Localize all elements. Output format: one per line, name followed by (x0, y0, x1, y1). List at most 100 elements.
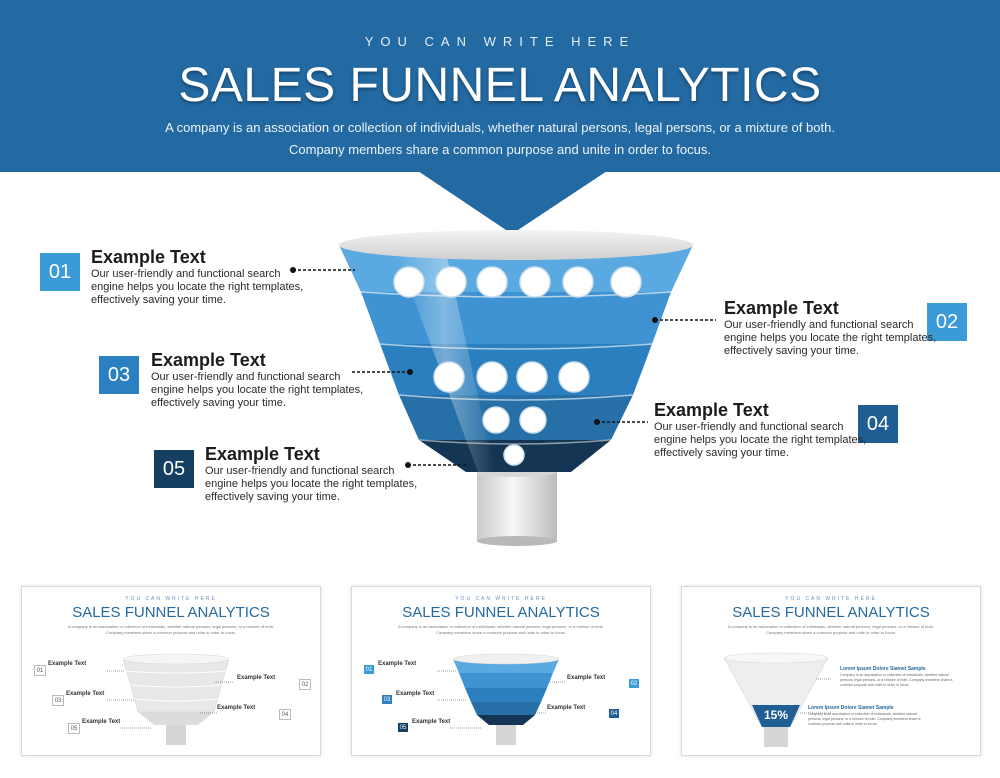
item-body-05: Our user-friendly and functional search … (205, 465, 418, 503)
connector-dot (405, 462, 411, 468)
thumb-subtitle: A company is an association or collectio… (397, 624, 605, 635)
thumb-item-title: Example Text (66, 691, 105, 697)
connector-dot (407, 369, 413, 375)
connector-dot (652, 317, 658, 323)
funnel-circle (435, 266, 467, 298)
thumb-tier (459, 673, 553, 688)
item-body-04: Our user-friendly and functional search … (654, 421, 867, 459)
funnel-circle (476, 361, 508, 393)
thumb-badge-01: 01 (34, 665, 46, 676)
thumb-spout (496, 725, 516, 745)
thumb-item-title: Example Text (237, 675, 276, 681)
thumb-block-title: Lorem Ipsum Dolore Siamet Sample (840, 666, 926, 672)
funnel-spout-base (477, 536, 557, 546)
item-body-01: Our user-friendly and functional search … (91, 268, 304, 306)
funnel-circle (503, 444, 525, 466)
funnel-circle (482, 406, 510, 434)
slide-subtitle: A company is an association or collectio… (165, 120, 835, 157)
thumbnail-3[interactable]: YOU CAN WRITE HERE SALES FUNNEL ANALYTIC… (681, 586, 981, 756)
funnel-circle (558, 361, 590, 393)
thumb-spout (166, 725, 186, 745)
thumb-item-title: Example Text (82, 719, 121, 725)
thumb-block-body: Company is an association or collection … (808, 712, 921, 726)
item-body-03: Our user-friendly and functional search … (151, 371, 364, 409)
item-title-05: Example Text (205, 444, 320, 464)
funnel-circle (519, 406, 547, 434)
thumb-spout (764, 727, 788, 747)
thumb-kicker: YOU CAN WRITE HERE (785, 596, 877, 602)
funnel-tier-3 (380, 344, 652, 395)
funnel-tier-2 (361, 292, 671, 344)
thumbnail-strip: YOU CAN WRITE HERE SALES FUNNEL ANALYTIC… (0, 556, 1000, 778)
thumb-badge-04: 04 (609, 709, 619, 718)
thumb-item-title: Example Text (412, 719, 451, 725)
slide-title: SALES FUNNEL ANALYTICS (178, 59, 822, 112)
item-title-01: Example Text (91, 247, 206, 267)
item-body-02: Our user-friendly and functional search … (724, 319, 937, 357)
thumb-percent-label: 15% (763, 708, 789, 722)
header-band: YOU CAN WRITE HERE SALES FUNNEL ANALYTIC… (0, 0, 1000, 172)
item-title-03: Example Text (151, 350, 266, 370)
thumb-funnel (723, 652, 832, 747)
thumb-item-title: Example Text (378, 661, 417, 667)
thumb-funnel-bottom (138, 712, 214, 725)
thumb-tier (477, 715, 535, 725)
thumb-item-title: Example Text (217, 705, 256, 711)
thumb-funnel (107, 653, 234, 745)
thumb-kicker: YOU CAN WRITE HERE (125, 596, 217, 602)
thumb-title: SALES FUNNEL ANALYTICS (732, 604, 930, 621)
number-badge-03: 03 (99, 356, 139, 394)
funnel-spout (477, 472, 557, 542)
funnel-tier-4 (399, 395, 633, 440)
thumb-badge-05: 05 (398, 723, 408, 732)
connector-dot (290, 267, 296, 273)
funnel-rim (339, 230, 693, 260)
number-badge-05: 05 (154, 450, 194, 488)
thumb-item-title: Example Text (48, 661, 87, 667)
funnel-circle (562, 266, 594, 298)
thumbnail-2[interactable]: YOU CAN WRITE HERE SALES FUNNEL ANALYTIC… (351, 586, 651, 756)
thumb-item-title: Example Text (547, 705, 586, 711)
thumb-badge-05: 05 (68, 723, 80, 734)
thumb-title: SALES FUNNEL ANALYTICS (402, 604, 600, 621)
funnel-circle (516, 361, 548, 393)
thumb-tier (471, 702, 541, 715)
funnel-circle (610, 266, 642, 298)
tier-separator (418, 439, 612, 445)
thumb-subtitle: A company is an association or collectio… (67, 624, 275, 635)
thumb-badge-01: 01 (364, 665, 374, 674)
thumb-title: SALES FUNNEL ANALYTICS (72, 604, 270, 621)
funnel-circle (519, 266, 551, 298)
thumb-kicker: YOU CAN WRITE HERE (455, 596, 547, 602)
thumb-rim (452, 653, 560, 665)
thumb-funnel (437, 653, 566, 745)
number-badge-02: 02 (927, 303, 967, 341)
thumb-rim (122, 653, 230, 665)
thumb-item-title: Example Text (396, 691, 435, 697)
thumb-funnel-fill (752, 705, 800, 727)
thumbnail-1[interactable]: YOU CAN WRITE HERE SALES FUNNEL ANALYTIC… (21, 586, 321, 756)
funnel-graphic (290, 171, 716, 546)
funnel-circle (476, 266, 508, 298)
thumb-badge-03: 03 (382, 695, 392, 704)
number-badge-01: 01 (40, 253, 80, 291)
thumb-rim (723, 652, 829, 664)
tier-separator (379, 343, 653, 350)
funnel-circle (393, 266, 425, 298)
thumb-badge-03: 03 (52, 695, 64, 706)
item-title-04: Example Text (654, 400, 769, 420)
thumb-badge-04: 04 (279, 709, 291, 720)
header-pointer (418, 171, 607, 234)
funnel-shine (395, 248, 495, 472)
thumb-subtitle: A company is an association or collectio… (727, 624, 935, 635)
thumb-block-title: Lorem Ipsum Dolore Siamet Sample (808, 705, 894, 711)
header-kicker: YOU CAN WRITE HERE (364, 34, 636, 49)
funnel-circle (433, 361, 465, 393)
connector-dot (594, 419, 600, 425)
thumb-block-body: Company is an association or collection … (840, 673, 953, 687)
tier-separator (398, 394, 634, 401)
thumb-funnel-lines (125, 670, 227, 702)
main-slide: YOU CAN WRITE HERE SALES FUNNEL ANALYTIC… (0, 0, 1000, 546)
thumb-tier (465, 688, 547, 702)
thumb-badge-02: 02 (629, 679, 639, 688)
